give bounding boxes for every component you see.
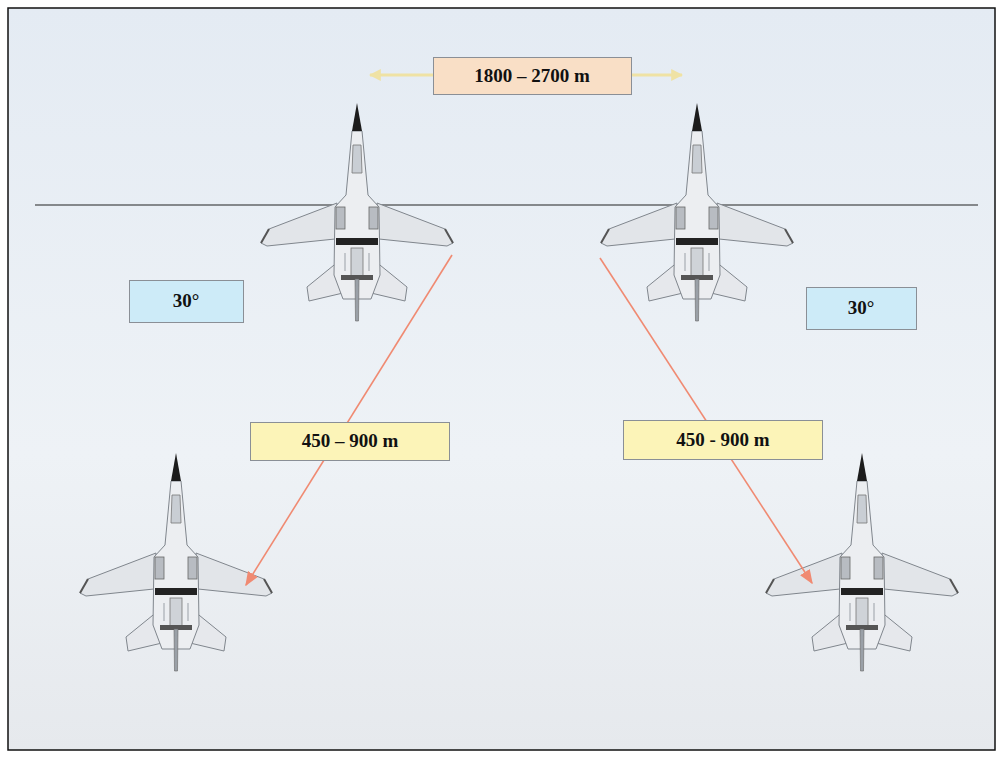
label-text: 450 – 900 m: [302, 430, 399, 452]
label-text: 450 - 900 m: [676, 429, 769, 451]
distance-label: 450 – 900 m: [250, 422, 450, 461]
angle-label: 30°: [806, 287, 917, 330]
distance-label: 450 - 900 m: [623, 420, 823, 460]
label-text: 1800 – 2700 m: [474, 65, 590, 87]
label-text: 30°: [848, 297, 875, 319]
distance-label: 1800 – 2700 m: [433, 57, 632, 95]
angle-label: 30°: [129, 280, 244, 323]
label-text: 30°: [173, 290, 200, 312]
